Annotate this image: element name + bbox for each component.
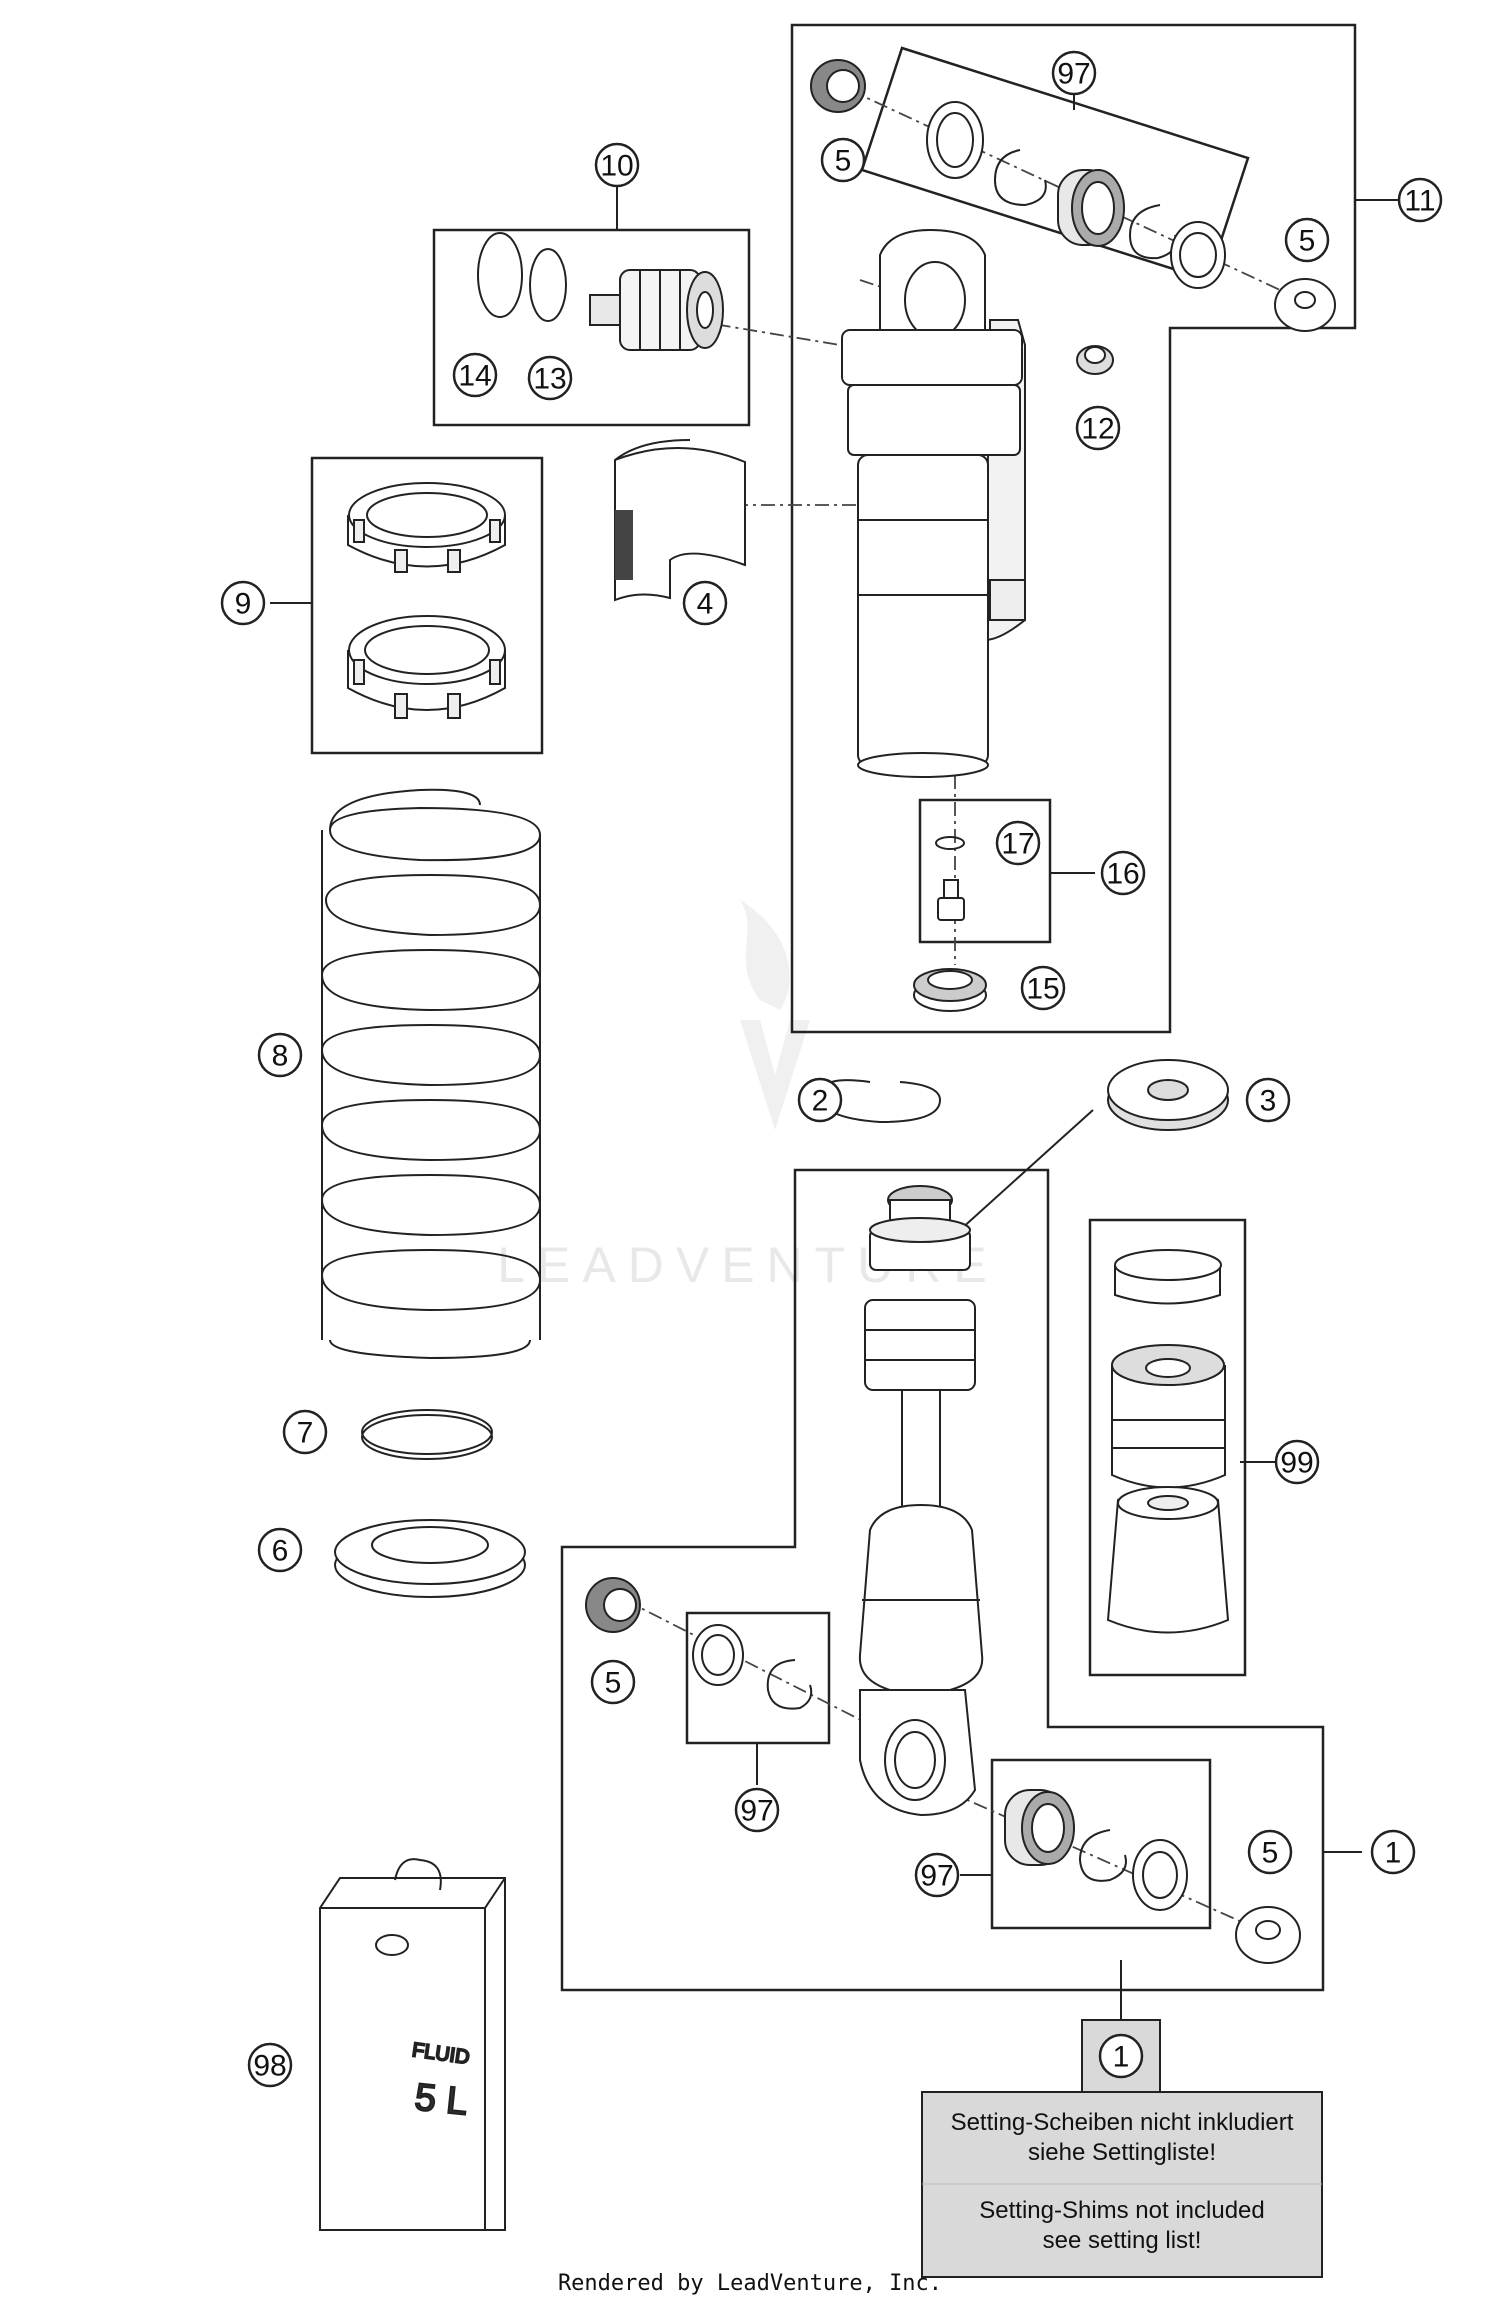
callout-13[interactable]: 13 (527, 355, 573, 401)
part-99-bumpers (1106, 1249, 1230, 1634)
note-english-line-1: Setting-Shims not included (979, 2197, 1265, 2224)
svg-text:5: 5 (605, 1667, 622, 1700)
bumper-cone (1106, 1486, 1230, 1634)
svg-text:97: 97 (920, 1860, 953, 1893)
footer-credit: Rendered by LeadVenture, Inc. (558, 2271, 942, 2296)
part-14-o-ring (477, 232, 523, 318)
svg-text:5: 5 (835, 145, 852, 178)
callout-16[interactable]: 16 (1100, 850, 1146, 896)
part-16-valve (937, 879, 965, 921)
group-boxes (310, 23, 1357, 1992)
callout-10[interactable]: 10 (594, 142, 640, 188)
part-7-ring (361, 1409, 493, 1460)
svg-text:4: 4 (697, 588, 714, 621)
group-box-99 (1088, 1218, 1247, 1677)
svg-text:1: 1 (1385, 1837, 1402, 1870)
note-german-line-2: siehe Settingliste! (1028, 2139, 1216, 2166)
svg-text:3: 3 (1260, 1085, 1277, 1118)
part-5-bushing-top-right (1274, 278, 1336, 332)
shock-body (841, 228, 1026, 778)
svg-text:11: 11 (1404, 185, 1435, 218)
note-ref-callout[interactable]: 1 (1098, 2033, 1144, 2079)
part-8-spring (321, 788, 542, 1360)
svg-text:99: 99 (1280, 1447, 1313, 1480)
svg-text:16: 16 (1106, 858, 1139, 891)
callout-6[interactable]: 6 (257, 1527, 303, 1573)
callout-2[interactable]: 2 (797, 1077, 843, 1123)
callout-5-top-left[interactable]: 5 (820, 137, 866, 183)
svg-text:2: 2 (812, 1085, 829, 1118)
lock-ring-upper (347, 482, 506, 573)
svg-text:12: 12 (1081, 413, 1114, 446)
bumper-ring (1114, 1249, 1222, 1305)
callout-12[interactable]: 12 (1075, 405, 1121, 451)
callout-9[interactable]: 9 (220, 580, 266, 626)
callout-7[interactable]: 7 (282, 1409, 328, 1455)
callout-99[interactable]: 99 (1274, 1439, 1320, 1485)
callout-3[interactable]: 3 (1245, 1077, 1291, 1123)
svg-text:98: 98 (253, 2050, 286, 2083)
svg-text:97: 97 (740, 1795, 773, 1828)
part-5-bushing-top-left (810, 59, 866, 113)
callout-5-bottom-left[interactable]: 5 (590, 1659, 636, 1705)
part-5-bushing-bottom-left (585, 1577, 641, 1633)
callout-97-bottom-right[interactable]: 97 (914, 1852, 960, 1898)
part-10-adjuster (477, 232, 724, 351)
callout-4[interactable]: 4 (682, 580, 728, 626)
part-6-spring-seat (334, 1519, 526, 1598)
svg-text:1: 1 (1113, 2041, 1130, 2074)
callout-14[interactable]: 14 (452, 352, 498, 398)
bumper-cup (1111, 1344, 1226, 1489)
svg-text:9: 9 (235, 588, 252, 621)
callout-5-bottom-right[interactable]: 5 (1247, 1829, 1293, 1875)
part-5-bushing-bottom-right (1235, 1906, 1301, 1964)
group-box-1 (560, 1168, 1325, 1992)
callout-97-top[interactable]: 97 (1051, 50, 1097, 96)
part-17-o-ring (935, 836, 965, 850)
svg-text:97: 97 (1057, 58, 1090, 91)
group-box-11 (790, 23, 1357, 1034)
callouts[interactable]: 10 14 13 5 97 11 5 12 9 4 17 16 15 8 2 3… (220, 50, 1443, 2088)
part-3-spacer (1107, 1059, 1229, 1131)
svg-text:10: 10 (600, 150, 633, 183)
svg-text:13: 13 (533, 363, 566, 396)
part-97-seals-top (926, 101, 1226, 289)
svg-text:6: 6 (272, 1535, 289, 1568)
svg-text:17: 17 (1001, 828, 1034, 861)
callout-11[interactable]: 11 (1397, 177, 1443, 223)
svg-text:7: 7 (297, 1417, 314, 1450)
piston-rod-assembly (858, 1185, 984, 1817)
leader-lines (270, 73, 1400, 2032)
part-12-cap (1076, 345, 1114, 375)
part-9-lock-rings (347, 482, 506, 719)
setting-note: 1 Setting-Scheiben nicht inkludiert sieh… (921, 2019, 1323, 2278)
part-97-seals-bottom-right (1004, 1789, 1188, 1911)
callout-97-bottom-left[interactable]: 97 (734, 1787, 780, 1833)
svg-text:5: 5 (1299, 225, 1316, 258)
part-13-o-ring (529, 248, 567, 322)
callout-5-top-right[interactable]: 5 (1284, 217, 1330, 263)
group-box-97-lower-right (990, 1758, 1212, 1930)
svg-text:5: 5 (1262, 1837, 1279, 1870)
group-box-16 (918, 798, 1052, 944)
svg-text:15: 15 (1026, 973, 1059, 1006)
note-english-line-2: see setting list! (1043, 2227, 1202, 2254)
part-15-cap (913, 968, 987, 1012)
part-4-sleeve (614, 439, 746, 602)
part-98-fluid-can: FLUID 5 L (319, 1858, 506, 2231)
callout-8[interactable]: 8 (257, 1032, 303, 1078)
callout-15[interactable]: 15 (1020, 965, 1066, 1011)
callout-17[interactable]: 17 (995, 820, 1041, 866)
svg-text:8: 8 (272, 1040, 289, 1073)
group-box-9 (310, 456, 544, 755)
callout-1[interactable]: 1 (1370, 1829, 1416, 1875)
note-german-line-1: Setting-Scheiben nicht inkludiert (951, 2109, 1294, 2136)
part-97-seals-bottom-left (692, 1624, 813, 1710)
lock-ring-lower (347, 615, 506, 719)
svg-text:14: 14 (458, 360, 491, 393)
callout-98[interactable]: 98 (247, 2042, 293, 2088)
group-box-10 (432, 228, 751, 427)
fluid-can-volume: 5 L (413, 2076, 470, 2123)
